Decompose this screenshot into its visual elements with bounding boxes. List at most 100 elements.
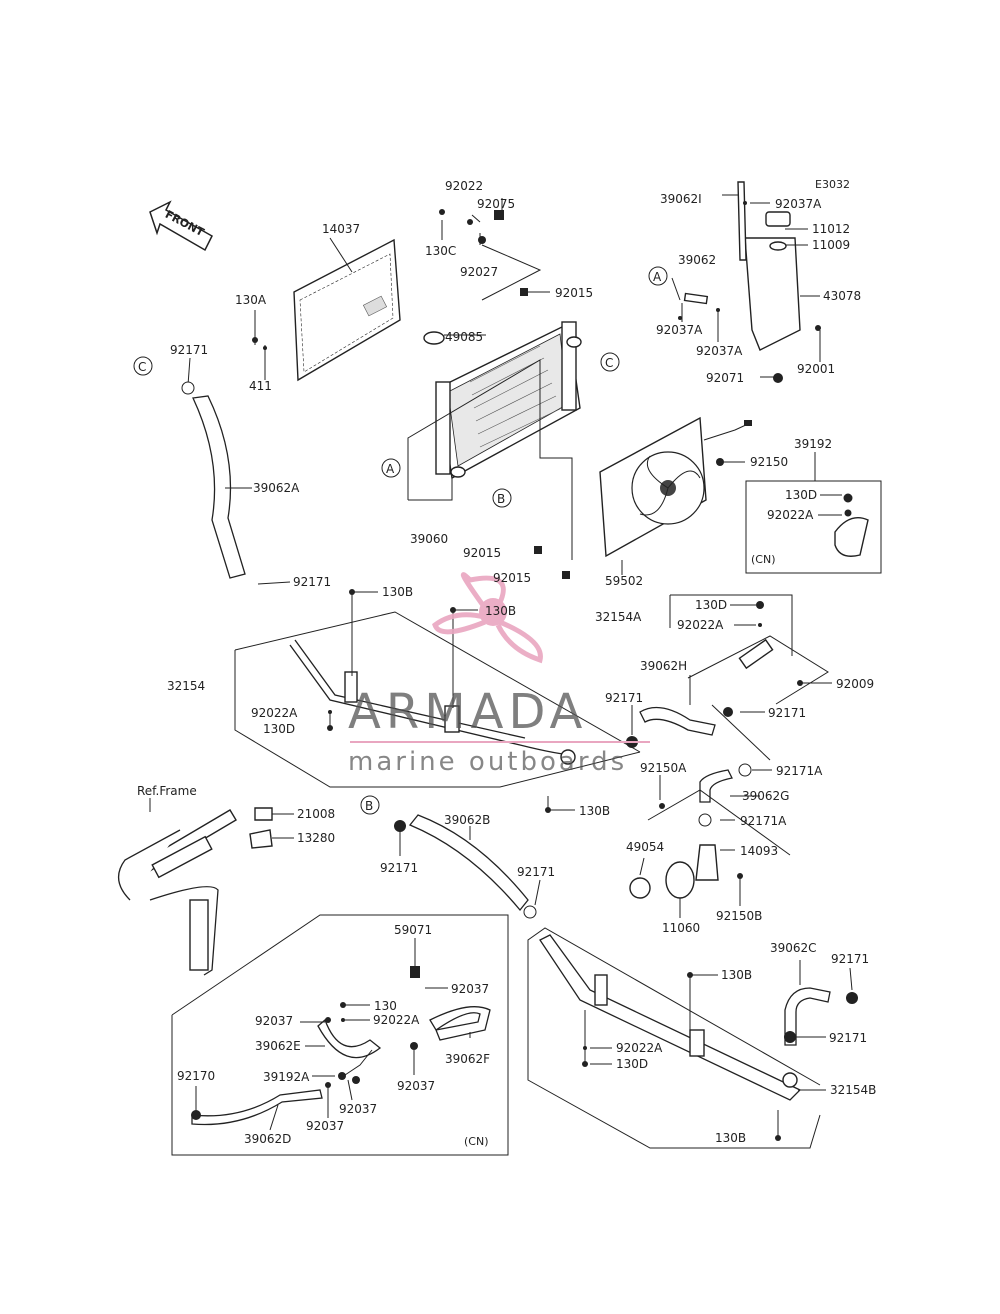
part-label: 39062I (660, 192, 702, 206)
part-label: 130D (695, 598, 727, 612)
part-label: 11060 (662, 921, 700, 935)
radiator-cap (423, 331, 445, 345)
part-label: 39062C (770, 941, 817, 955)
part-label: 39192 (794, 437, 832, 451)
part-label: 92037A (656, 323, 703, 337)
ref-b-radiator: B (497, 492, 505, 506)
part-label: 92022A (373, 1013, 420, 1027)
ref-a-tank: A (653, 270, 662, 284)
part-label: 130B (382, 585, 413, 599)
part-label: 92027 (460, 265, 498, 279)
part-label: 39062B (444, 813, 490, 827)
part-label: 92171A (740, 814, 787, 828)
part-label: 39062H (640, 659, 687, 673)
part-labels: 92022 92075 130C 92027 14037 130 A 411 92171 4908… (167, 179, 876, 1146)
part-label: 14093 (740, 844, 778, 858)
reservoir-cap (765, 211, 791, 227)
part-label: 130 (374, 999, 397, 1013)
part-label: 92037 (397, 1079, 435, 1093)
part-label: 39192A (263, 1070, 310, 1084)
part-label: 92037 (339, 1102, 377, 1116)
part-label: 411 (249, 379, 272, 393)
part-label: 39062 (678, 253, 716, 267)
part-label: 92171 (380, 861, 418, 875)
part-label: 92037 (306, 1119, 344, 1133)
part-label: 92015 (463, 546, 501, 560)
part-label: 32154B (830, 1083, 876, 1097)
diagram-code: E3032 (815, 178, 850, 191)
part-label: 130D (616, 1057, 648, 1071)
radiator-screen (293, 238, 401, 382)
group-outlines (171, 244, 829, 1156)
cn-label-thermostat: (CN) (751, 553, 776, 566)
part-label: 39060 (410, 532, 448, 546)
part-label: 92022A (767, 508, 814, 522)
part-label: 39062A (253, 481, 300, 495)
part-label: 92022A (251, 706, 298, 720)
part-label: 11009 (812, 238, 850, 252)
part-label: 92171 (829, 1031, 867, 1045)
watermark: ARMADA marine outboards (348, 572, 650, 777)
part-label: 49085 (445, 330, 483, 344)
watermark-tagline: marine outboards (348, 747, 627, 777)
part-label: 92150 (750, 455, 788, 469)
ref-frame-label: Ref.Frame (137, 784, 197, 798)
fasteners (181, 201, 858, 1141)
part-label: 130B (715, 1131, 746, 1145)
part-label: 32154A (595, 610, 642, 624)
thermostat-box (745, 480, 882, 574)
part-label: 92171A (776, 764, 823, 778)
part-label: 92171 (293, 575, 331, 589)
part-label: 92037A (696, 344, 743, 358)
part-label: 130B (721, 968, 752, 982)
part-label: 130D (785, 488, 817, 502)
front-arrow: FRONT (149, 200, 213, 252)
part-label: 39062D (244, 1132, 291, 1146)
part-label: 92001 (797, 362, 835, 376)
ref-a-radiator: A (386, 462, 395, 476)
part-label: 92015 (493, 571, 531, 585)
part-label: 92022 (445, 179, 483, 193)
ref-c-radiator: C (605, 356, 613, 370)
part-label: 92037A (775, 197, 822, 211)
part-label: 130D (263, 722, 295, 736)
ref-b-hose: B (365, 799, 373, 813)
part-label: 92037 (451, 982, 489, 996)
part-label: 32154 (167, 679, 205, 693)
part-label: 59071 (394, 923, 432, 937)
part-label: 92009 (836, 677, 874, 691)
part-label: 39062E (255, 1039, 301, 1053)
reservoir-tank (683, 181, 801, 351)
part-label: 92150A (640, 761, 687, 775)
part-label: 39062G (742, 789, 789, 803)
part-label: 92171 (831, 952, 869, 966)
watermark-logo-icon (432, 572, 543, 664)
part-label: 130B (579, 804, 610, 818)
part-label: 92037 (255, 1014, 293, 1028)
part-label: 92071 (706, 371, 744, 385)
part-label: 92171 (768, 706, 806, 720)
part-label: 92170 (177, 1069, 215, 1083)
watermark-brand: ARMADA (348, 684, 587, 740)
radiator (423, 321, 582, 480)
gasket (665, 861, 695, 899)
part-label: 92150B (716, 909, 762, 923)
part-label: 13280 (297, 831, 335, 845)
part-label: 92171 (170, 343, 208, 357)
part-label: 130B (485, 604, 516, 618)
part-label: 92075 (477, 197, 515, 211)
ref-frame (118, 807, 273, 976)
part-label: 39062F (445, 1052, 490, 1066)
part-label: 92171 (517, 865, 555, 879)
part-label: 92022A (616, 1041, 663, 1055)
fan-assembly (599, 416, 752, 558)
part-label: 130C (425, 244, 456, 258)
ref-c-hose: C (138, 360, 146, 374)
thermostat-cap (629, 877, 651, 899)
part-label: 92171 (605, 691, 643, 705)
part-label: 92022A (677, 618, 724, 632)
cn-label-hoses: (CN) (464, 1135, 489, 1148)
part-label: 14037 (322, 222, 360, 236)
